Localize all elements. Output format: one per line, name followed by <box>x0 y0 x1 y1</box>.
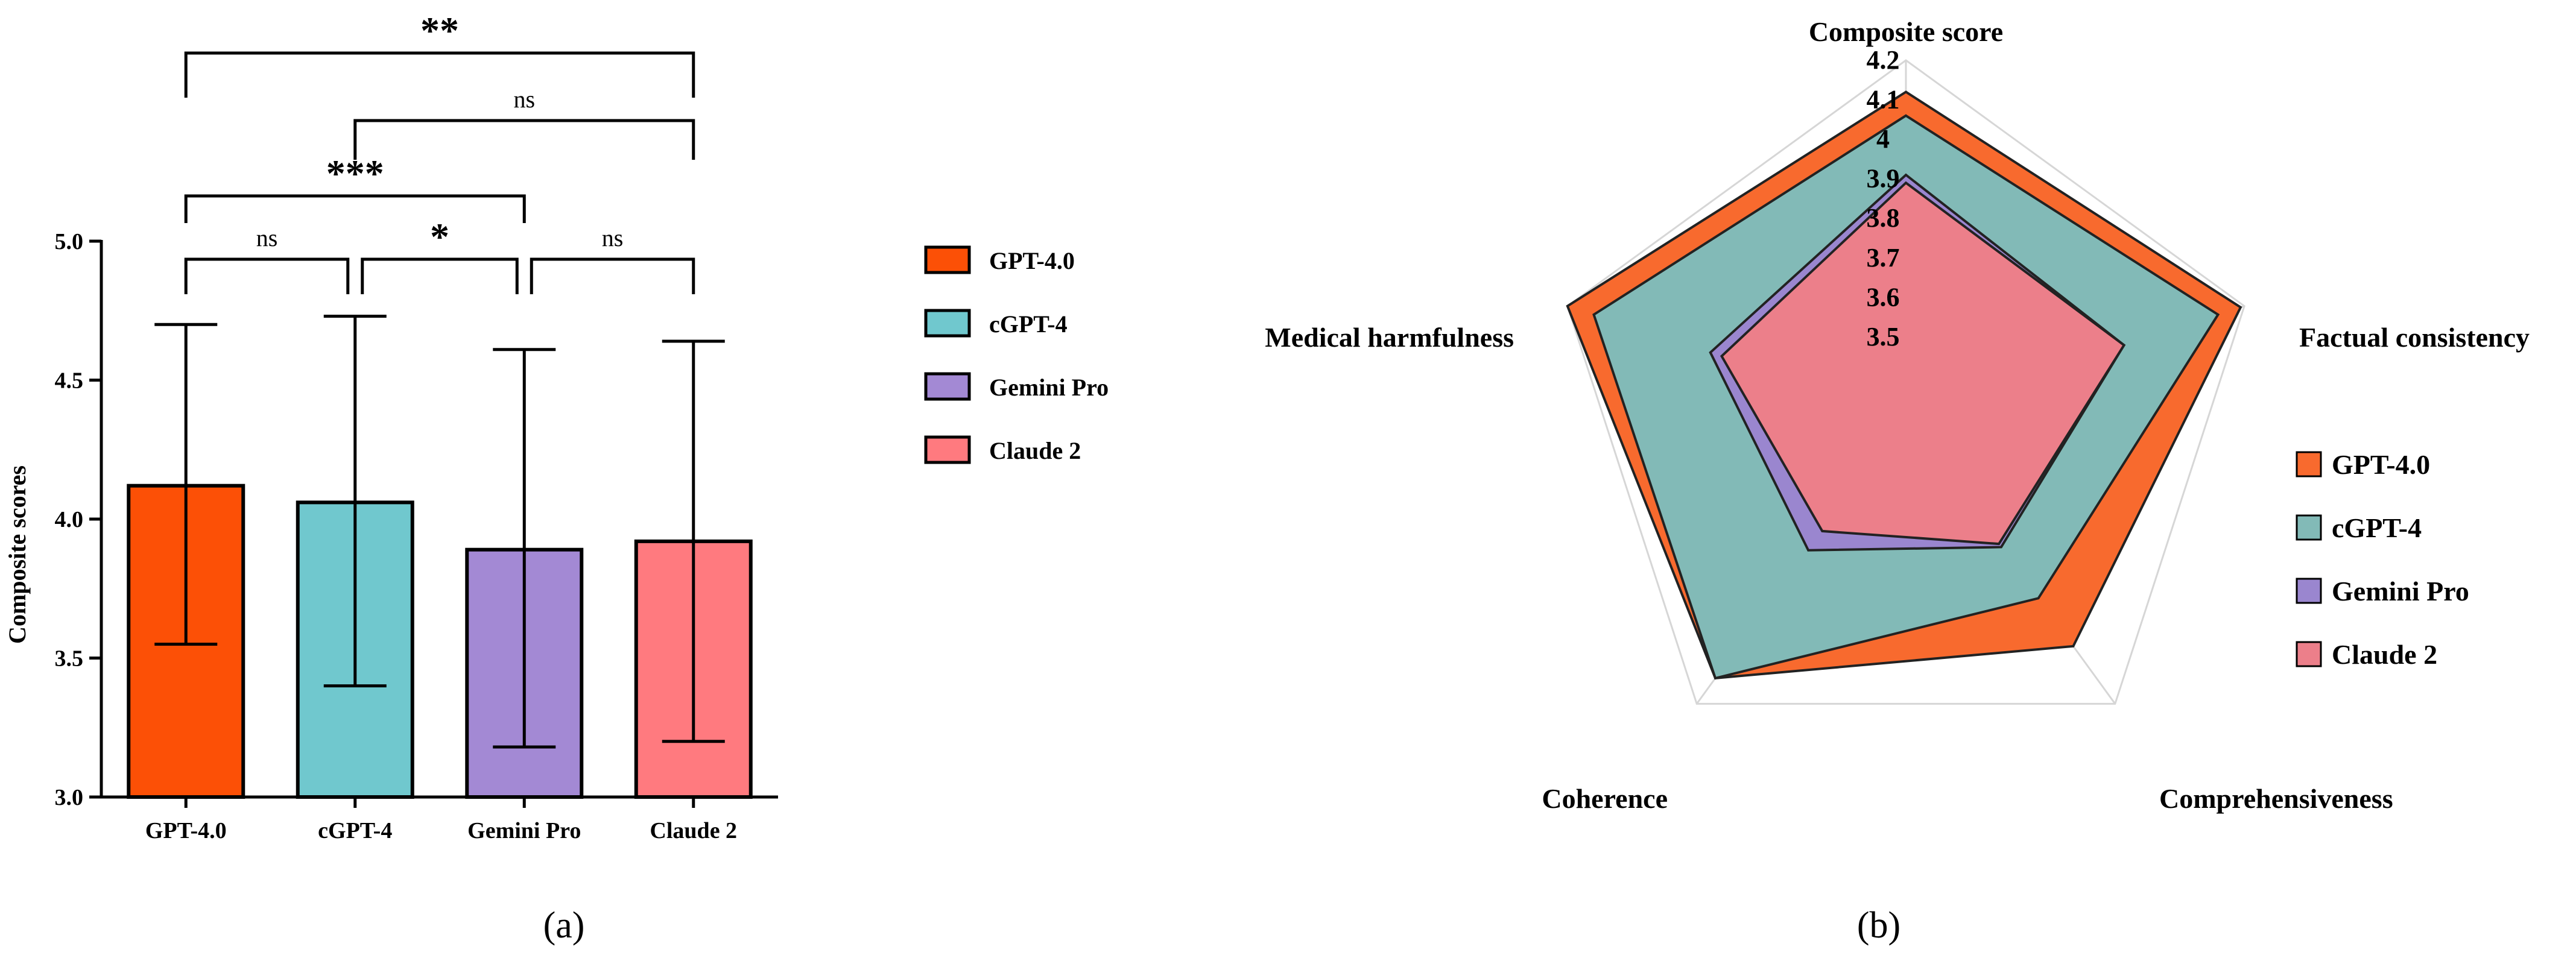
radar-tick-label: 3.9 <box>1867 164 1900 194</box>
legend-swatch <box>924 435 971 464</box>
significance-bracket <box>184 257 350 294</box>
x-tick-label: Claude 2 <box>650 818 737 843</box>
legend-entry: Claude 2 <box>989 437 1081 464</box>
y-tick-label: 3.5 <box>55 646 84 672</box>
legend-entry: GPT-4.0 <box>2332 449 2430 480</box>
radar-tick-label: 3.6 <box>1867 282 1900 312</box>
significance-bracket <box>530 257 695 294</box>
radar-tick-label: 3.7 <box>1867 243 1900 273</box>
radar-tick-label: 4.1 <box>1867 85 1900 115</box>
radar-tick-label: 3.8 <box>1867 203 1900 233</box>
significance-label: ns <box>256 224 278 251</box>
radar-outer-ring <box>1566 59 2245 705</box>
legend-swatch <box>924 372 971 401</box>
radar-axis-label: Coherence <box>1542 783 1668 814</box>
legend-entry: Gemini Pro <box>2332 576 2469 607</box>
bar-chart-bars <box>127 484 753 799</box>
radar-series-polygon <box>1720 181 2126 546</box>
legend-entry: cGPT-4 <box>989 310 1068 338</box>
y-tick-label: 3.0 <box>55 785 84 810</box>
legend-swatch <box>2296 578 2322 604</box>
significance-label: * <box>430 215 449 258</box>
radar-tick-labels: 3.5 3.6 3.7 3.8 3.9 4 4.1 4.2 <box>1867 45 1900 351</box>
panel-label-a: (a) <box>543 905 585 946</box>
significance-bracket <box>361 257 519 294</box>
radar-axis-label: Factual consistency <box>2299 322 2530 353</box>
radar-axis-label: Comprehensiveness <box>2159 783 2393 814</box>
legend-entry: GPT-4.0 <box>989 247 1075 274</box>
significance-bracket <box>184 194 526 223</box>
legend-entry: Gemini Pro <box>989 374 1109 401</box>
significance-brackets: ns*ns***ns** <box>184 9 695 294</box>
radar-axis-label: Composite score <box>1809 16 2003 47</box>
significance-bracket <box>184 51 695 98</box>
y-tick-label: 4.5 <box>55 368 84 394</box>
panel-label-b: (b) <box>1857 905 1900 946</box>
legend-swatch <box>2296 451 2322 477</box>
legend-entry: cGPT-4 <box>2332 512 2422 543</box>
legend-swatch <box>924 309 971 338</box>
radar-axis-label: Medical harmfulness <box>1265 322 1514 353</box>
radar-tick-label: 3.5 <box>1867 322 1900 351</box>
significance-label: ns <box>513 86 535 113</box>
legend-entry: Claude 2 <box>2332 639 2437 670</box>
x-tick-label: cGPT-4 <box>318 818 392 843</box>
radar-tick-label: 4.2 <box>1867 45 1900 75</box>
radar-series <box>1566 90 2242 680</box>
radar-tick-label: 4 <box>1876 124 1890 154</box>
significance-label: ** <box>420 9 459 52</box>
significance-label: ns <box>602 224 624 251</box>
y-tick-label: 4.0 <box>55 507 84 532</box>
legend-swatch <box>2296 514 2322 541</box>
x-tick-label: GPT-4.0 <box>145 818 227 843</box>
legend-swatch <box>2296 641 2322 667</box>
y-axis-label: Composite scores <box>4 465 31 644</box>
radar-chart-panel: 3.5 3.6 3.7 3.8 3.9 4 4.1 4.2 Composite scoreFa… <box>1265 16 2530 946</box>
x-tick-label: Gemini Pro <box>467 818 581 843</box>
significance-bracket <box>353 119 695 160</box>
y-tick-label: 5.0 <box>55 229 84 254</box>
legend-swatch <box>924 245 971 274</box>
bar-chart-error-bars <box>154 314 725 749</box>
